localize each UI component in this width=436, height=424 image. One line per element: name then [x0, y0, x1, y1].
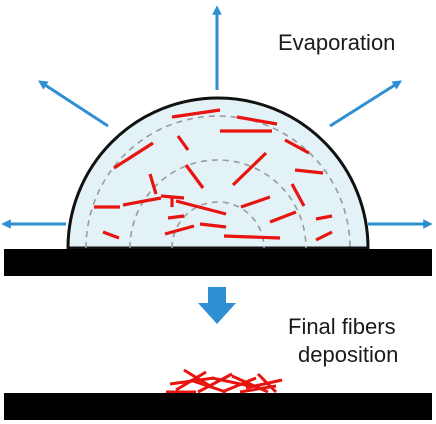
substrate-bottom: [4, 393, 432, 420]
fiber: [269, 210, 297, 224]
fiber: [199, 222, 227, 229]
fiber: [221, 376, 257, 394]
fiber: [122, 196, 162, 207]
fiber: [294, 168, 324, 175]
fiber: [231, 151, 268, 187]
deposition-label: deposition: [298, 342, 399, 367]
fiber: [290, 183, 306, 207]
evaporation-contours: [85, 115, 351, 248]
fiber: [184, 164, 205, 189]
substrate-top: [4, 249, 432, 276]
fiber: [256, 372, 278, 394]
fiber: [236, 115, 278, 126]
final-fibers-label: Final fibers: [288, 314, 396, 339]
suspended-fibers: [94, 108, 333, 242]
contour-middle: [129, 159, 307, 248]
fiber: [240, 195, 271, 209]
fiber: [176, 135, 190, 151]
fiber: [171, 108, 221, 119]
deposited-fibers: [166, 368, 283, 394]
fiber: [148, 173, 158, 195]
fiber: [167, 214, 185, 220]
arrow-icon: [37, 80, 109, 128]
fiber: [223, 234, 281, 240]
fiber: [315, 230, 333, 242]
evaporation-label: Evaporation: [278, 30, 396, 55]
down-arrow-icon: [198, 287, 236, 324]
droplet: [66, 96, 370, 250]
fiber: [284, 138, 310, 155]
fiber: [113, 141, 154, 170]
arrow-icon: [329, 80, 403, 128]
contour-inner: [171, 201, 265, 248]
fiber: [160, 194, 185, 200]
fiber: [197, 372, 233, 394]
evaporation-arrows: [1, 5, 433, 229]
fiber: [164, 224, 195, 236]
fiber: [245, 378, 283, 390]
fiber: [239, 384, 277, 394]
fiber: [315, 214, 333, 221]
fiber: [183, 368, 211, 388]
fiber: [175, 199, 227, 216]
fiber: [102, 230, 120, 240]
